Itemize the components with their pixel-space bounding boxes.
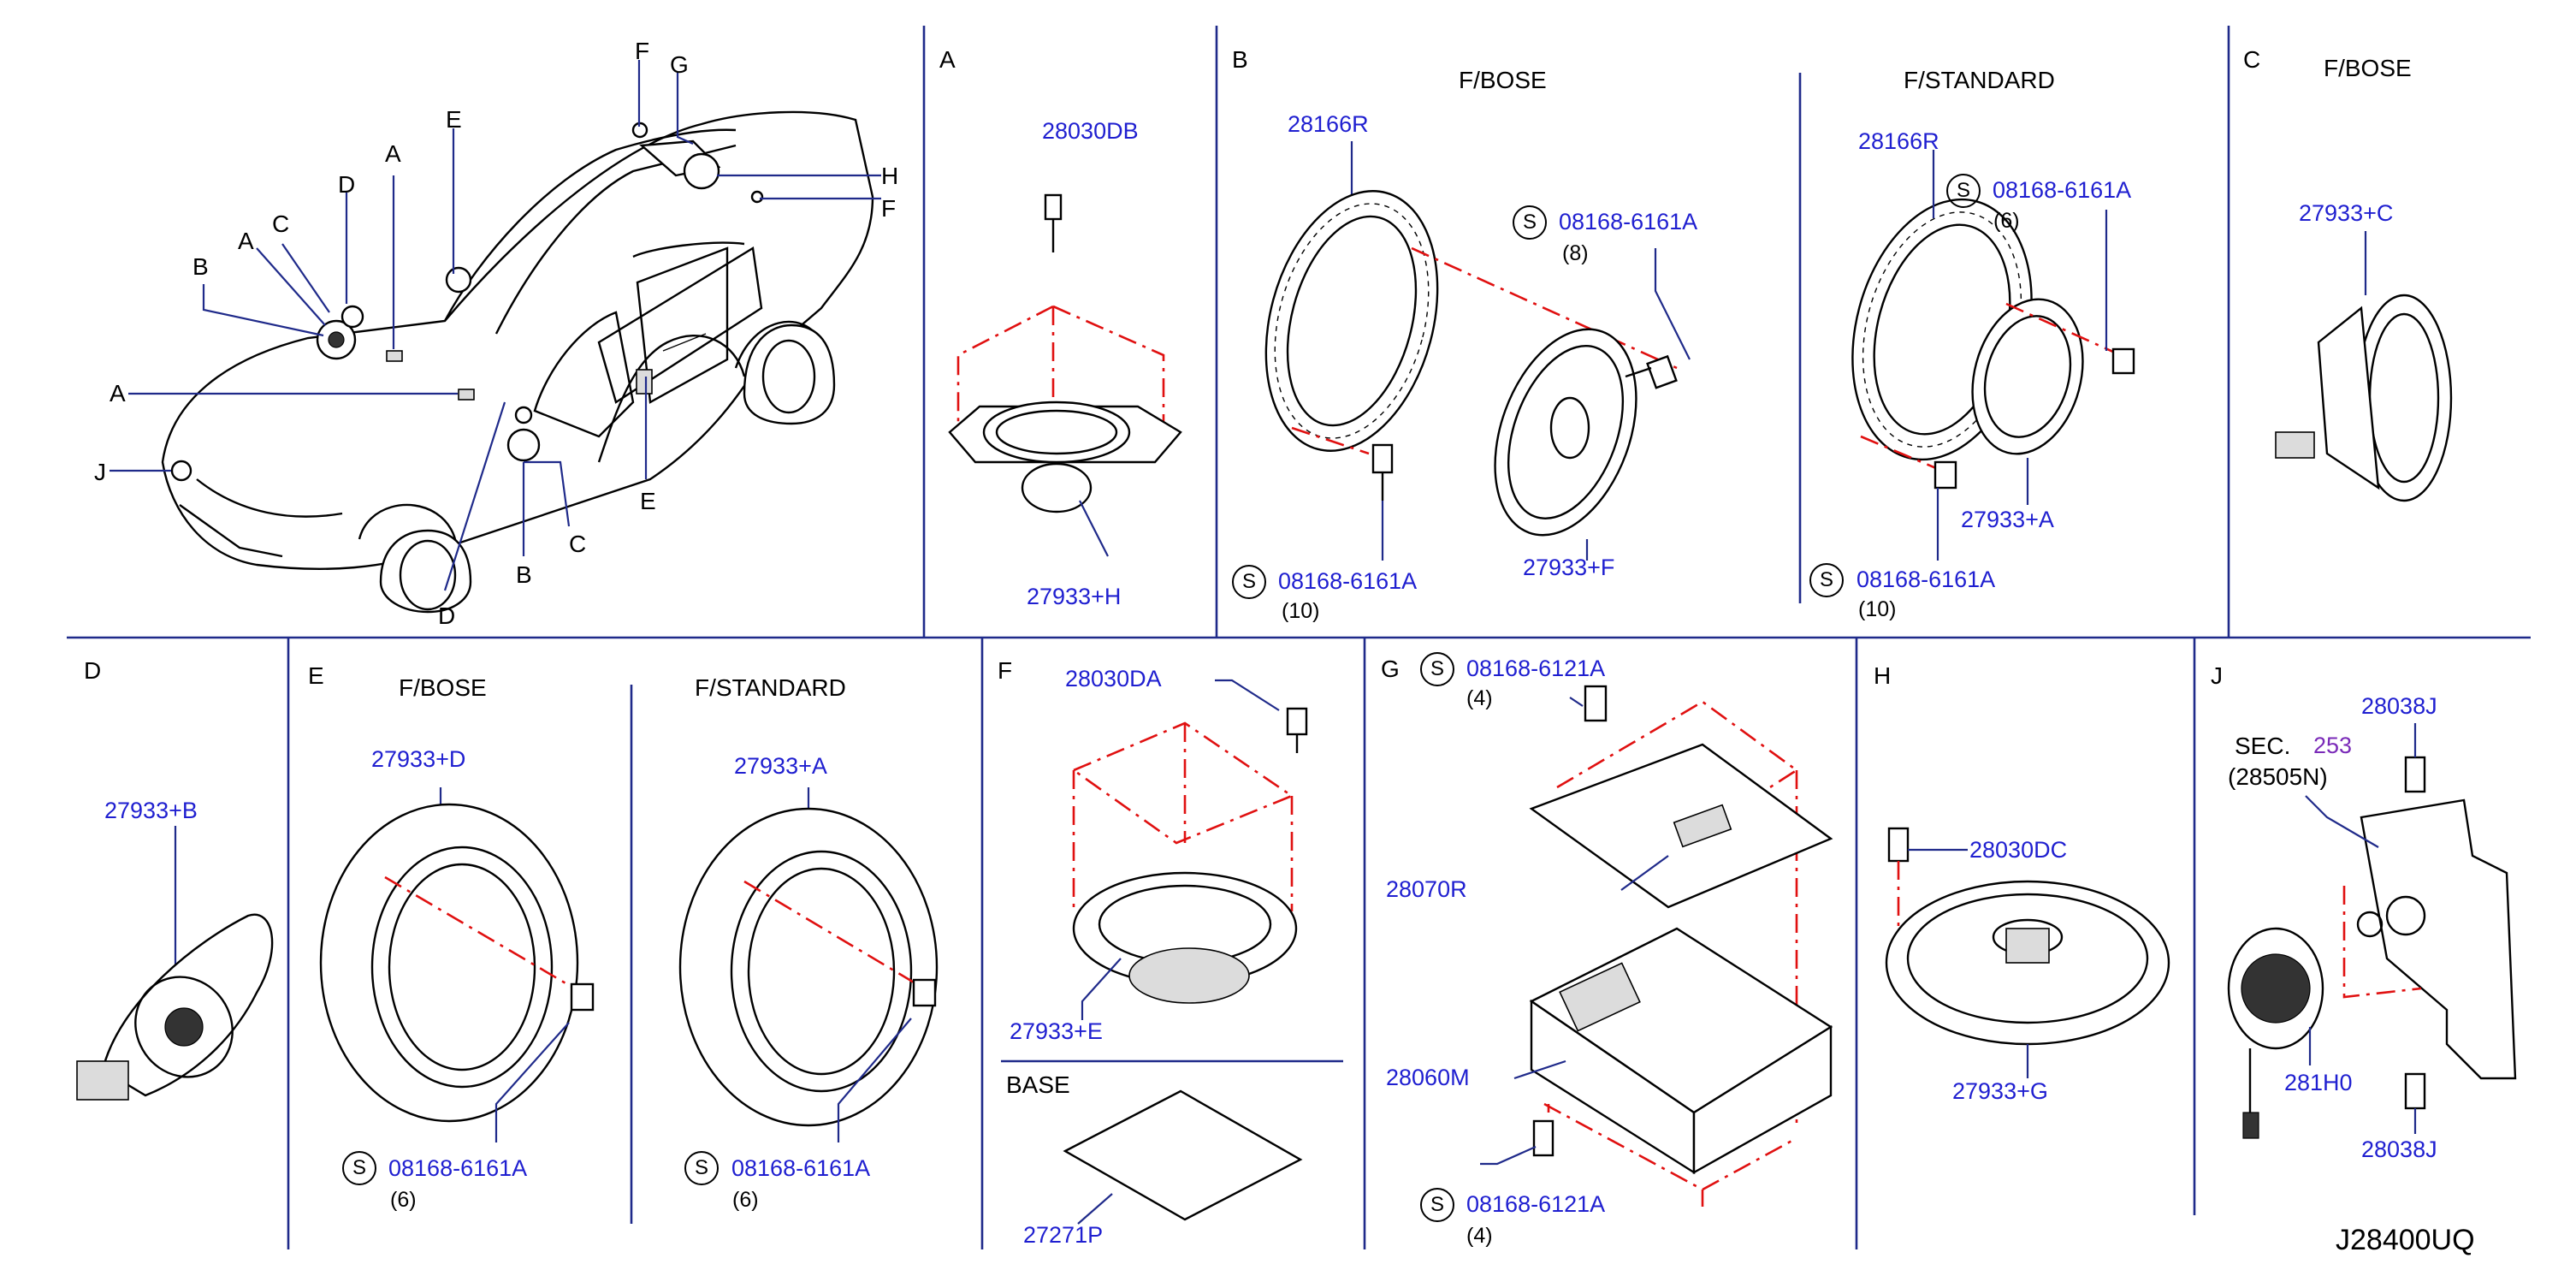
part-number-27933-a-b: 27933+A <box>1961 507 2054 532</box>
panel-b-letter: B <box>1232 46 1248 73</box>
panel-e-title-standard: F/STANDARD <box>695 674 846 701</box>
panel-b-s-mark-3: S <box>1946 174 1981 208</box>
overview-callout-a-mid: A <box>238 228 254 254</box>
overview-callout-d-bottom: D <box>438 602 456 629</box>
panel-e-drawing <box>319 787 939 1142</box>
panel-a-letter: A <box>939 46 956 73</box>
panel-g-drawing <box>1480 685 1833 1207</box>
panel-g-letter: G <box>1381 656 1400 682</box>
part-number-08168-6161a-b1: 08168-6161A <box>1559 209 1698 234</box>
panel-b-s-mark-2: S <box>1232 565 1266 599</box>
panel-e-s-mark-2: S <box>684 1151 719 1185</box>
part-number-27933-d: 27933+D <box>371 746 466 772</box>
panel-b-qty-3: (6) <box>1993 209 2020 233</box>
panel-b-title-standard: F/STANDARD <box>1904 67 2055 93</box>
part-number-28166r-bose: 28166R <box>1288 111 1369 137</box>
part-number-28030db: 28030DB <box>1042 118 1139 144</box>
part-number-08168-6161a-b2: 08168-6161A <box>1278 568 1418 594</box>
overview-callout-e-bottom: E <box>640 488 656 514</box>
overview-callout-a-left: A <box>110 380 126 407</box>
panel-grid-lines <box>67 26 2531 1249</box>
part-number-28038j-top: 28038J <box>2361 693 2437 719</box>
part-number-27933-c: 27933+C <box>2299 200 2394 226</box>
panel-b-s-mark-1: S <box>1513 205 1547 240</box>
part-number-27933-a-e: 27933+A <box>734 753 827 779</box>
overview-callout-b-top: B <box>192 253 209 280</box>
panel-e-qty-2: (6) <box>732 1188 759 1212</box>
panel-c-letter: C <box>2243 46 2261 73</box>
overview-callout-d-top: D <box>338 171 356 198</box>
panel-j-sec-ref: (28505N) <box>2228 763 2328 790</box>
part-number-27271p: 27271P <box>1023 1222 1104 1248</box>
overview-callout-h: H <box>881 163 899 189</box>
part-number-27933-f: 27933+F <box>1523 555 1615 580</box>
panel-d-drawing <box>76 826 274 1101</box>
part-number-28030dc: 28030DC <box>1969 837 2068 863</box>
overview-callout-b-bottom: B <box>516 561 532 588</box>
part-number-28166r-standard: 28166R <box>1858 128 1939 154</box>
overview-callout-f-right: F <box>881 195 897 222</box>
panel-f-base-title: BASE <box>1006 1071 1070 1098</box>
part-number-28030da: 28030DA <box>1065 666 1162 691</box>
panel-c-drawing <box>2275 231 2453 502</box>
overview-callout-f-top: F <box>635 38 650 64</box>
panel-e-title-bose: F/BOSE <box>399 674 487 701</box>
overview-callout-j: J <box>94 459 106 485</box>
overview-callout-c-bottom: C <box>569 531 587 557</box>
panel-j-drawing <box>2227 723 2517 1139</box>
part-number-27933-e: 27933+E <box>1010 1018 1103 1044</box>
panel-e-s-mark-1: S <box>342 1151 376 1185</box>
panel-g-qty-1: (4) <box>1466 686 1493 710</box>
part-number-08168-6161a-b4: 08168-6161A <box>1856 567 1996 592</box>
part-number-08168-6121a-top: 08168-6121A <box>1466 656 1606 681</box>
part-number-27933-g: 27933+G <box>1952 1078 2048 1104</box>
panel-j-letter: J <box>2211 662 2223 689</box>
panel-f-drawing <box>1063 679 1308 1225</box>
panel-b-title-bose: F/BOSE <box>1459 67 1547 93</box>
panel-j-sec-number: 253 <box>2313 733 2353 758</box>
part-number-08168-6161a-e1: 08168-6161A <box>388 1155 528 1181</box>
diagram-code: J28400UQ <box>2336 1224 2475 1256</box>
part-number-28070r: 28070R <box>1386 876 1467 902</box>
panel-j-sec-label: SEC. <box>2235 733 2291 759</box>
part-number-27933-h: 27933+H <box>1027 584 1122 609</box>
panel-g-qty-2: (4) <box>1466 1224 1493 1248</box>
panel-b-qty-1: (8) <box>1562 241 1589 265</box>
panel-c-title: F/BOSE <box>2324 55 2412 81</box>
panel-g-s-mark-2: S <box>1420 1188 1454 1222</box>
panel-g-s-mark-1: S <box>1420 652 1454 686</box>
part-number-28060m: 28060M <box>1386 1065 1470 1090</box>
panel-f-letter: F <box>998 657 1013 684</box>
panel-h-letter: H <box>1874 662 1892 689</box>
panel-b-qty-2: (10) <box>1282 599 1320 623</box>
part-number-08168-6161a-e2: 08168-6161A <box>731 1155 871 1181</box>
overview-callout-c-top: C <box>272 211 290 237</box>
part-number-08168-6161a-b3: 08168-6161A <box>1993 177 2132 203</box>
panel-a-drawing <box>948 193 1182 557</box>
overview-callout-g: G <box>670 51 689 78</box>
part-number-08168-6121a-bottom: 08168-6121A <box>1466 1191 1606 1217</box>
car-overview-leaders <box>110 60 881 591</box>
panel-b-qty-4: (10) <box>1858 597 1897 621</box>
car-overview-drawing <box>161 110 874 614</box>
overview-callout-a-top: A <box>385 140 401 167</box>
panel-e-qty-1: (6) <box>390 1188 417 1212</box>
part-number-28038j-bottom: 28038J <box>2361 1136 2437 1162</box>
part-number-281h0: 281H0 <box>2284 1070 2353 1095</box>
panel-h-drawing <box>1885 827 2170 1078</box>
panel-e-letter: E <box>308 662 324 689</box>
overview-callout-e-top: E <box>446 106 462 133</box>
panel-b-s-mark-4: S <box>1809 563 1844 597</box>
part-number-27933-b: 27933+B <box>104 798 198 823</box>
panel-d-letter: D <box>84 657 102 684</box>
panel-b-drawing <box>1264 141 2135 561</box>
